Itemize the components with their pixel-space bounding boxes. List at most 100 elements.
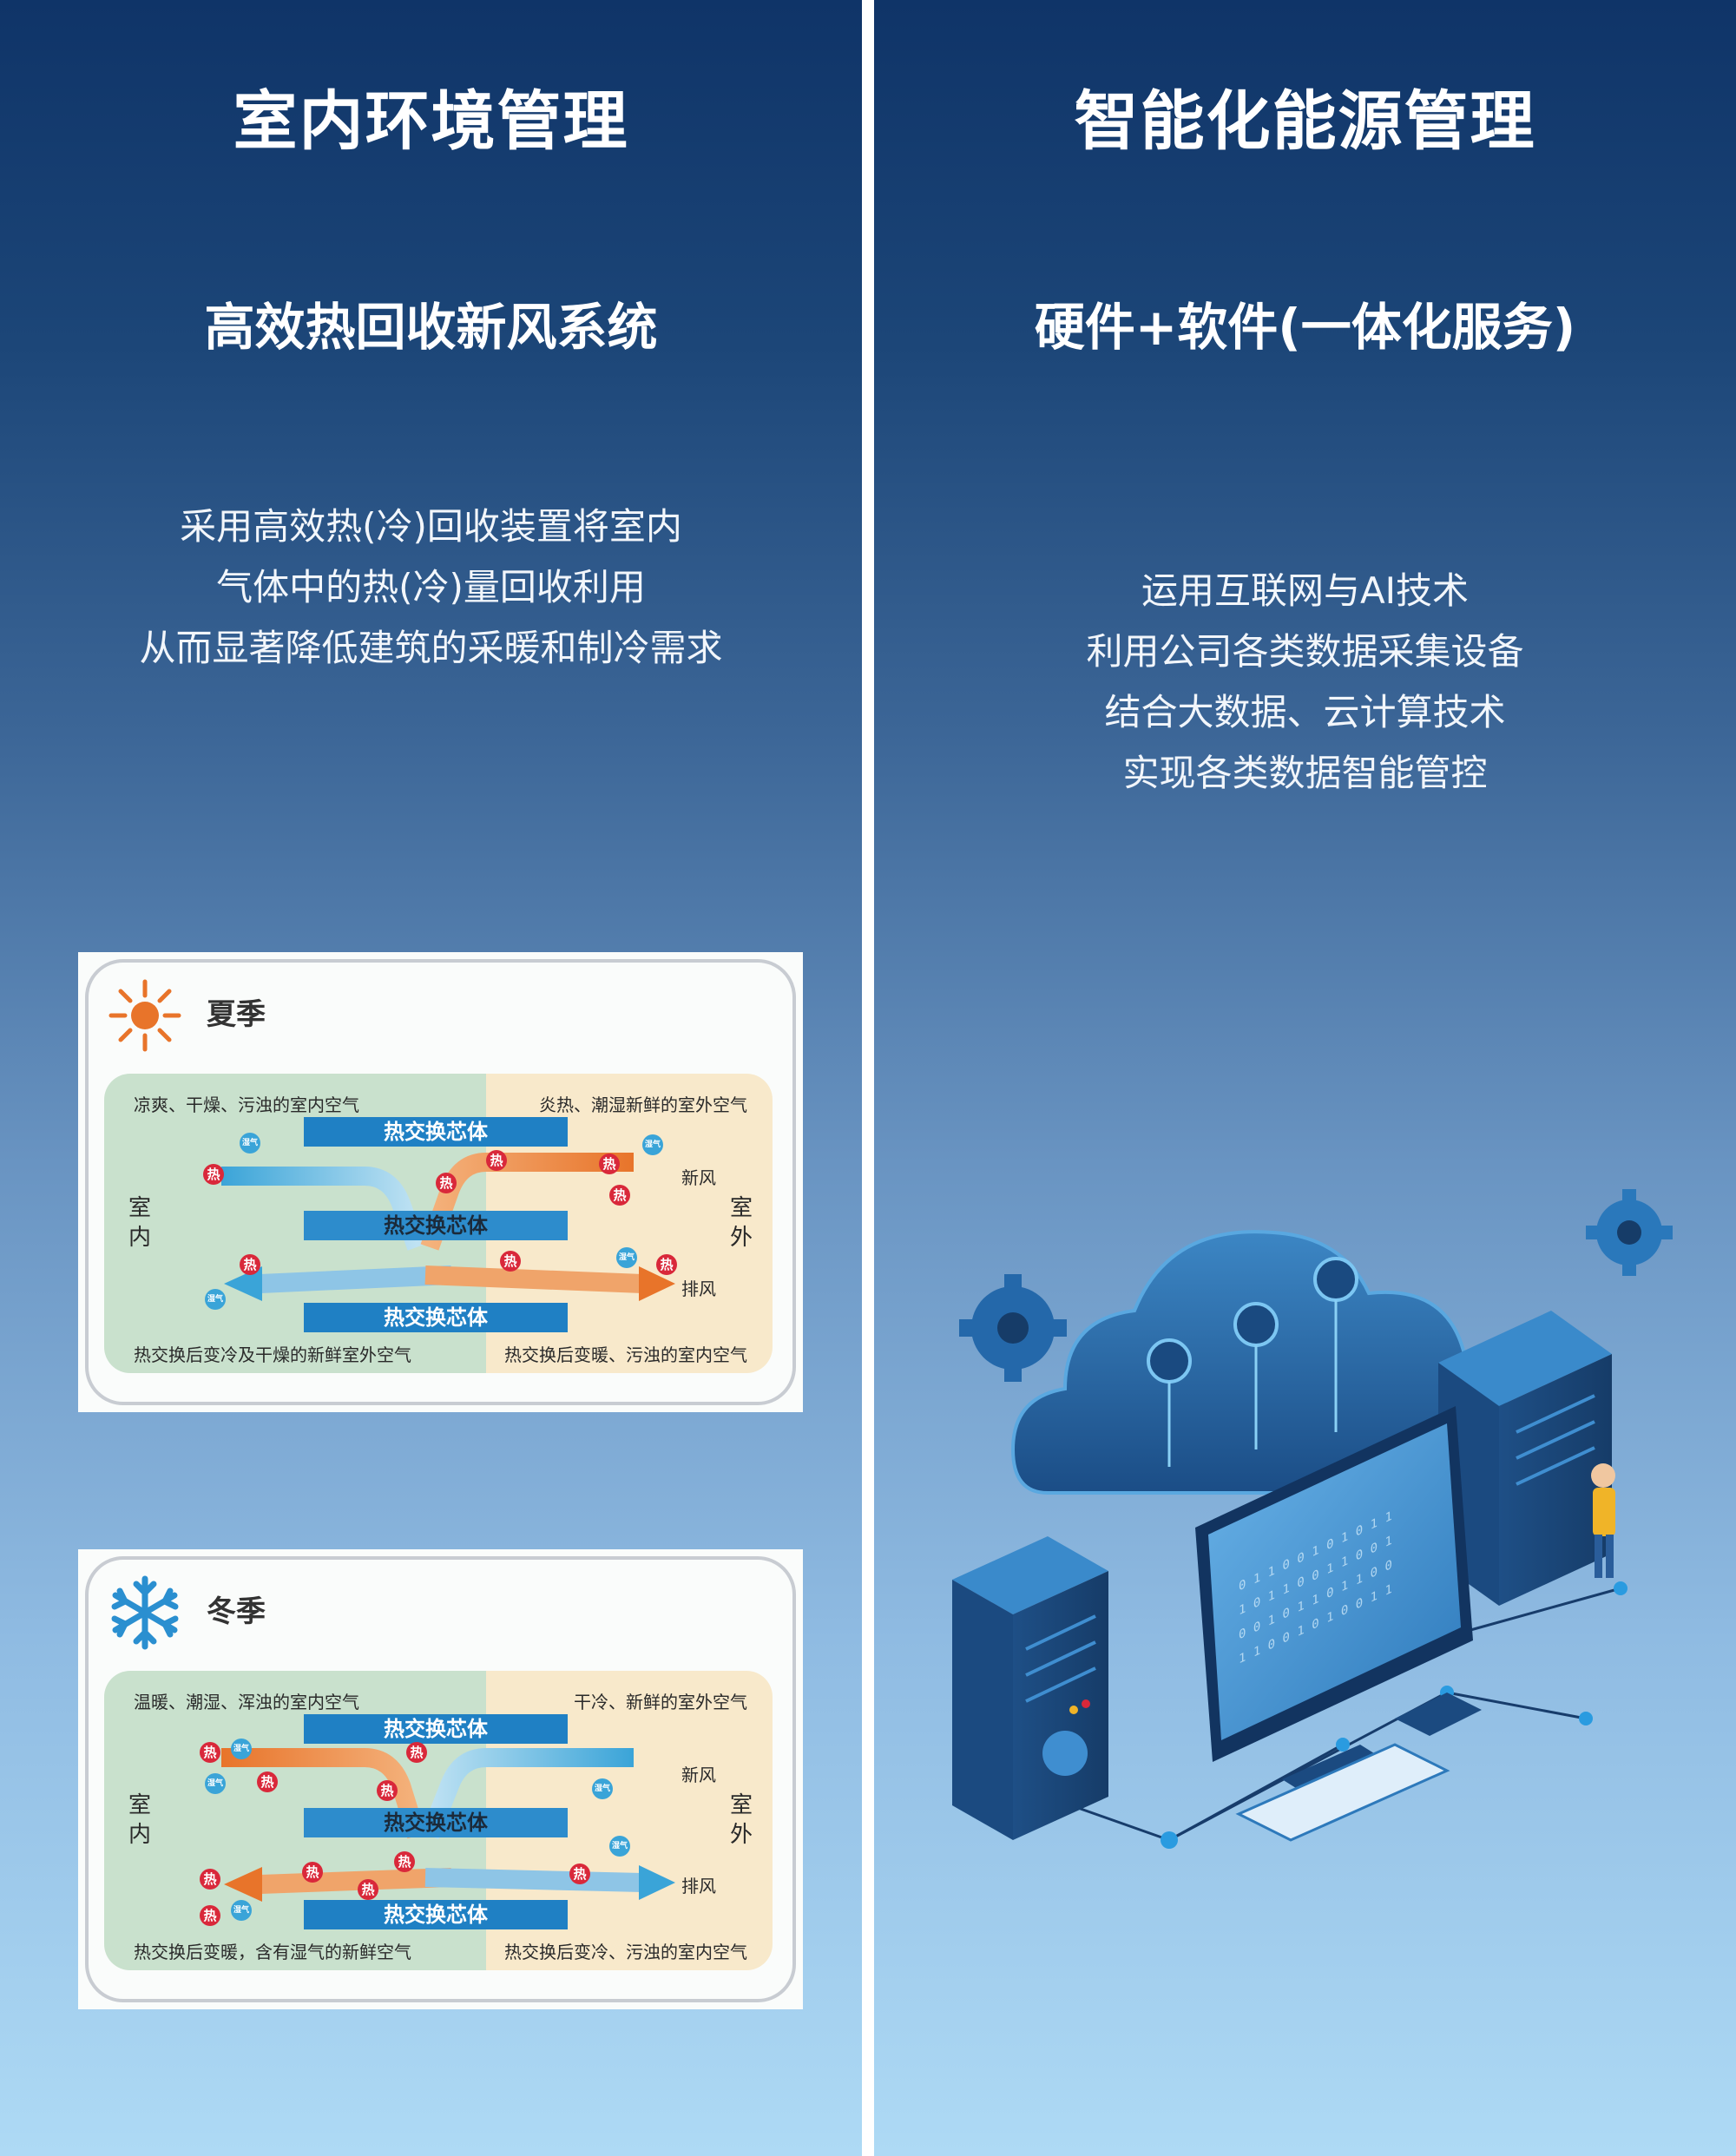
right-description-line: 结合大数据、云计算技术 <box>1104 691 1506 733</box>
indoor-air-caption: 温暖、潮湿、浑浊的室内空气 <box>134 1692 359 1712</box>
moisture-badge: 湿气 <box>592 1778 613 1799</box>
panel-divider <box>862 0 874 2156</box>
left-title: 室内环境管理 <box>233 84 629 159</box>
server-icon <box>952 1536 1108 1840</box>
hot-badge: 热 <box>200 1869 220 1890</box>
outdoor-side-label: 室 外 <box>728 1791 754 1850</box>
right-title: 智能化能源管理 <box>1074 84 1536 159</box>
summer-diagram-card: 夏季 凉爽、干燥、污浊的室内空气 炎热、潮湿新鲜的室外空气 室 内 室 外 热交… <box>78 952 803 1412</box>
side-char: 室 <box>128 1792 151 1818</box>
person-icon <box>1591 1463 1615 1578</box>
hot-badge: 热 <box>406 1742 427 1763</box>
hot-badge: 热 <box>569 1863 590 1884</box>
supply-arrowhead <box>224 1867 262 1902</box>
hot-badge: 热 <box>302 1862 323 1883</box>
card-frame <box>85 959 796 1405</box>
return-air-arrow <box>221 1748 426 1839</box>
bottom-left-caption: 热交换后变暖，含有湿气的新鲜空气 <box>134 1942 411 1962</box>
supply-air-arrow <box>260 1868 452 1894</box>
season-label: 夏季 <box>207 997 266 1032</box>
left-description-line: 从而显著降低建筑的采暖和制冷需求 <box>139 627 723 669</box>
left-panel: 室内环境管理 高效热回收新风系统 采用高效热(冷)回收装置将室内 气体中的热(冷… <box>0 0 862 2156</box>
hot-badge: 热 <box>436 1173 457 1193</box>
gear-icon <box>959 1274 1067 1382</box>
hot-badge: 热 <box>599 1154 620 1174</box>
exhaust-air-label: 排风 <box>681 1278 716 1299</box>
moisture-badge: 湿气 <box>240 1133 260 1154</box>
bottom-right-caption: 热交换后变暖、污浊的室内空气 <box>504 1344 747 1365</box>
side-char: 室 <box>729 1195 753 1221</box>
heat-exchange-core-top: 热交换芯体 <box>304 1117 568 1147</box>
moisture-badge: 湿气 <box>642 1134 663 1155</box>
hot-badge: 热 <box>377 1780 398 1801</box>
left-description-line: 气体中的热(冷)量回收利用 <box>216 566 646 608</box>
left-subtitle: 高效热回收新风系统 <box>204 298 658 357</box>
side-char: 外 <box>729 1822 753 1848</box>
bottom-left-caption: 热交换后变冷及干燥的新鲜室外空气 <box>134 1344 411 1365</box>
side-char: 室 <box>128 1195 151 1221</box>
hot-badge: 热 <box>609 1185 630 1206</box>
indoor-air-caption: 凉爽、干燥、污浊的室内空气 <box>134 1094 359 1115</box>
cloud-nodes <box>1147 1257 1358 1384</box>
hot-badge: 热 <box>358 1879 378 1900</box>
supply-arrowhead <box>224 1266 262 1301</box>
hot-badge: 热 <box>500 1251 521 1272</box>
left-description: 采用高效热(冷)回收装置将室内 气体中的热(冷)量回收利用 从而显著降低建筑的采… <box>0 496 862 679</box>
fresh-air-arrow <box>420 1748 634 1840</box>
side-char: 内 <box>128 1225 151 1251</box>
right-description-line: 运用互联网与AI技术 <box>1141 569 1470 612</box>
airflow-arrows <box>221 1748 675 1902</box>
bottom-right-caption: 热交换后变冷、污浊的室内空气 <box>504 1942 747 1962</box>
exhaust-arrowhead <box>639 1266 675 1301</box>
moisture-badge: 湿气 <box>616 1247 637 1268</box>
heat-exchange-core-top: 热交换芯体 <box>304 1714 568 1744</box>
keyboard-icon <box>1235 1693 1482 1842</box>
right-description: 运用互联网与AI技术 利用公司各类数据采集设备 结合大数据、云计算技术 实现各类… <box>874 561 1736 804</box>
outdoor-air-caption: 干冷、新鲜的室外空气 <box>574 1692 747 1712</box>
hot-badge: 热 <box>200 1742 220 1763</box>
side-char: 外 <box>729 1225 753 1251</box>
supply-air-arrow <box>260 1265 452 1293</box>
heat-exchange-core-middle: 热交换芯体 <box>304 1808 568 1837</box>
outdoor-air-caption: 炎热、潮湿新鲜的室外空气 <box>539 1094 747 1115</box>
gear-icon <box>1586 1189 1673 1276</box>
network-lines <box>1021 1587 1621 1842</box>
indoor-side-label: 室 内 <box>127 1791 153 1850</box>
heat-exchange-core-middle: 热交换芯体 <box>304 1211 568 1240</box>
snowflake-icon <box>111 1575 179 1650</box>
side-char: 内 <box>128 1822 151 1848</box>
right-description-line: 实现各类数据智能管控 <box>1122 752 1488 794</box>
hot-badge: 热 <box>240 1254 260 1275</box>
exhaust-air-label: 排风 <box>681 1876 716 1896</box>
hot-badge: 热 <box>486 1150 507 1171</box>
right-subtitle: 硬件+软件(一体化服务) <box>1034 298 1576 357</box>
cloud-computing-illustration: 0 1 1 0 0 1 0 1 0 1 1 1 0 1 1 0 0 1 1 0 … <box>952 1189 1673 1849</box>
sun-icon <box>108 979 181 1052</box>
fresh-air-label: 新风 <box>681 1765 716 1785</box>
hot-badge: 热 <box>656 1254 677 1275</box>
moisture-badge: 湿气 <box>205 1773 226 1794</box>
left-description-line: 采用高效热(冷)回收装置将室内 <box>180 505 682 548</box>
hot-badge: 热 <box>257 1771 278 1792</box>
side-char: 室 <box>729 1792 753 1818</box>
return-air-arrow <box>221 1167 426 1251</box>
hot-badge: 热 <box>394 1851 415 1872</box>
heat-exchange-core-bottom: 热交换芯体 <box>304 1303 568 1332</box>
hot-badge: 热 <box>200 1905 220 1926</box>
exhaust-air-arrow <box>424 1265 643 1293</box>
indoor-side-label: 室 内 <box>127 1193 153 1252</box>
fresh-air-label: 新风 <box>681 1167 716 1188</box>
moisture-badge: 湿气 <box>231 1739 252 1759</box>
heat-exchange-core-bottom: 热交换芯体 <box>304 1900 568 1929</box>
right-panel: 智能化能源管理 硬件+软件(一体化服务) 运用互联网与AI技术 利用公司各类数据… <box>874 0 1736 2156</box>
card-frame <box>85 1556 796 2002</box>
exhaust-arrowhead <box>639 1865 675 1900</box>
outdoor-side-label: 室 外 <box>728 1193 754 1252</box>
monitor-icon: 0 1 1 0 0 1 0 1 0 1 1 1 0 1 1 0 0 1 1 0 … <box>1195 1406 1473 1801</box>
season-label: 冬季 <box>207 1594 266 1629</box>
moisture-badge: 湿气 <box>205 1289 226 1310</box>
hot-badge: 热 <box>203 1164 224 1185</box>
moisture-badge: 湿气 <box>609 1836 630 1857</box>
right-description-line: 利用公司各类数据采集设备 <box>1086 630 1524 673</box>
exhaust-air-arrow <box>424 1868 643 1892</box>
